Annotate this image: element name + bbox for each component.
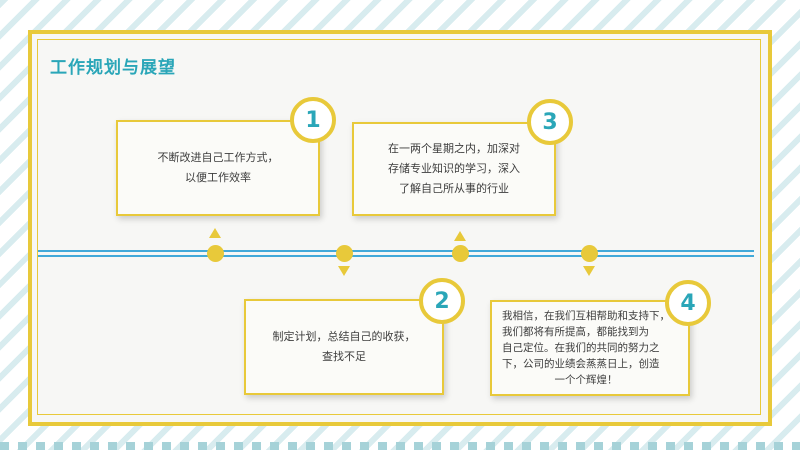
card-3-line-2: 存储专业知识的学习，深入 [388, 162, 520, 175]
card-3-line-1: 在一两个星期之内，加深对 [388, 142, 520, 155]
pointer-down-4 [583, 266, 595, 276]
plan-card-3: 在一两个星期之内，加深对 存储专业知识的学习，深入 了解自己所从事的行业 [352, 122, 556, 216]
bottom-dash-border [0, 442, 800, 450]
card-4-line-2: 我们都将有所提高，都能找到为 [502, 326, 649, 338]
badge-3: 3 [527, 99, 573, 145]
card-1-line-2: 以便工作效率 [185, 171, 251, 184]
card-2-line-2: 查找不足 [322, 350, 366, 363]
card-4-line-5: 一个个辉煌！ [554, 374, 618, 386]
inner-frame [37, 39, 761, 415]
card-1-line-1: 不断改进自己工作方式， [157, 151, 279, 164]
plan-card-4: 我相信，在我们互相帮助和支持下， 我们都将有所提高，都能找到为 自己定位。在我们… [490, 300, 690, 396]
plan-card-1: 不断改进自己工作方式， 以便工作效率 [116, 120, 320, 216]
badge-1: 1 [290, 97, 336, 143]
plan-card-2: 制定计划，总结自己的收获， 查找不足 [244, 299, 444, 395]
pointer-down-2 [338, 266, 350, 276]
timeline-dot-4 [581, 245, 598, 262]
card-3-line-3: 了解自己所从事的行业 [399, 182, 509, 195]
pointer-up-1 [209, 228, 221, 238]
slide-title: 工作规划与展望 [50, 58, 176, 78]
pointer-up-3 [454, 231, 466, 241]
timeline-dot-3 [452, 245, 469, 262]
card-4-line-1: 我相信，在我们互相帮助和支持下， [502, 310, 670, 322]
timeline-dot-1 [207, 245, 224, 262]
badge-4: 4 [665, 280, 711, 326]
timeline-dot-2 [336, 245, 353, 262]
badge-2: 2 [419, 278, 465, 324]
card-2-line-1: 制定计划，总结自己的收获， [272, 330, 416, 343]
card-4-line-4: 下，公司的业绩会蒸蒸日上，创造 [502, 358, 660, 370]
card-4-line-3: 自己定位。在我们的共同的努力之 [502, 342, 660, 354]
timeline-line [38, 250, 754, 257]
